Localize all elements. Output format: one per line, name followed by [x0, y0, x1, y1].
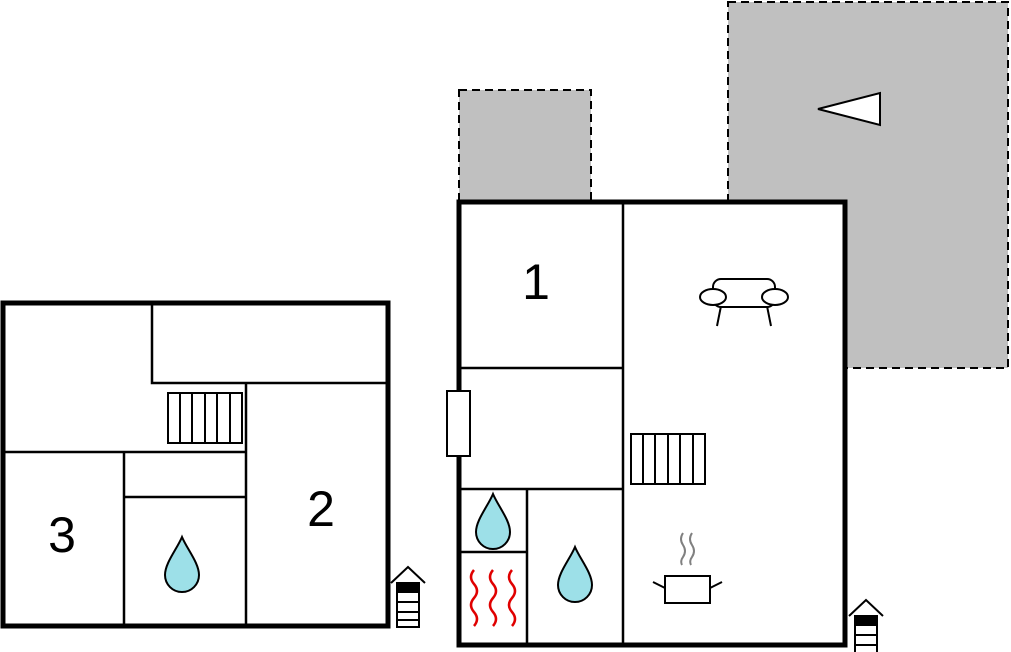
stairs-icon [167, 392, 243, 444]
entrance-house-icon [848, 599, 884, 652]
terrace-small [458, 89, 592, 203]
drop-icon [557, 546, 593, 603]
fireplace-icon [446, 390, 471, 457]
left-building: 3 2 [0, 300, 391, 629]
orientation-arrow-icon [817, 91, 881, 127]
terrace-large [727, 1, 1009, 369]
stairs-icon [630, 433, 706, 485]
drop-icon [475, 493, 511, 550]
drop-icon [164, 536, 200, 593]
entrance-house-icon [390, 566, 426, 628]
right-building: 1 [446, 199, 848, 648]
sauna-heat-icon [469, 569, 517, 627]
room-label-3: 3 [48, 507, 76, 563]
room-label-2: 2 [307, 481, 335, 537]
room-label-1: 1 [522, 254, 550, 310]
cooking-pot-icon [652, 532, 723, 604]
sofa-icon [699, 278, 789, 327]
